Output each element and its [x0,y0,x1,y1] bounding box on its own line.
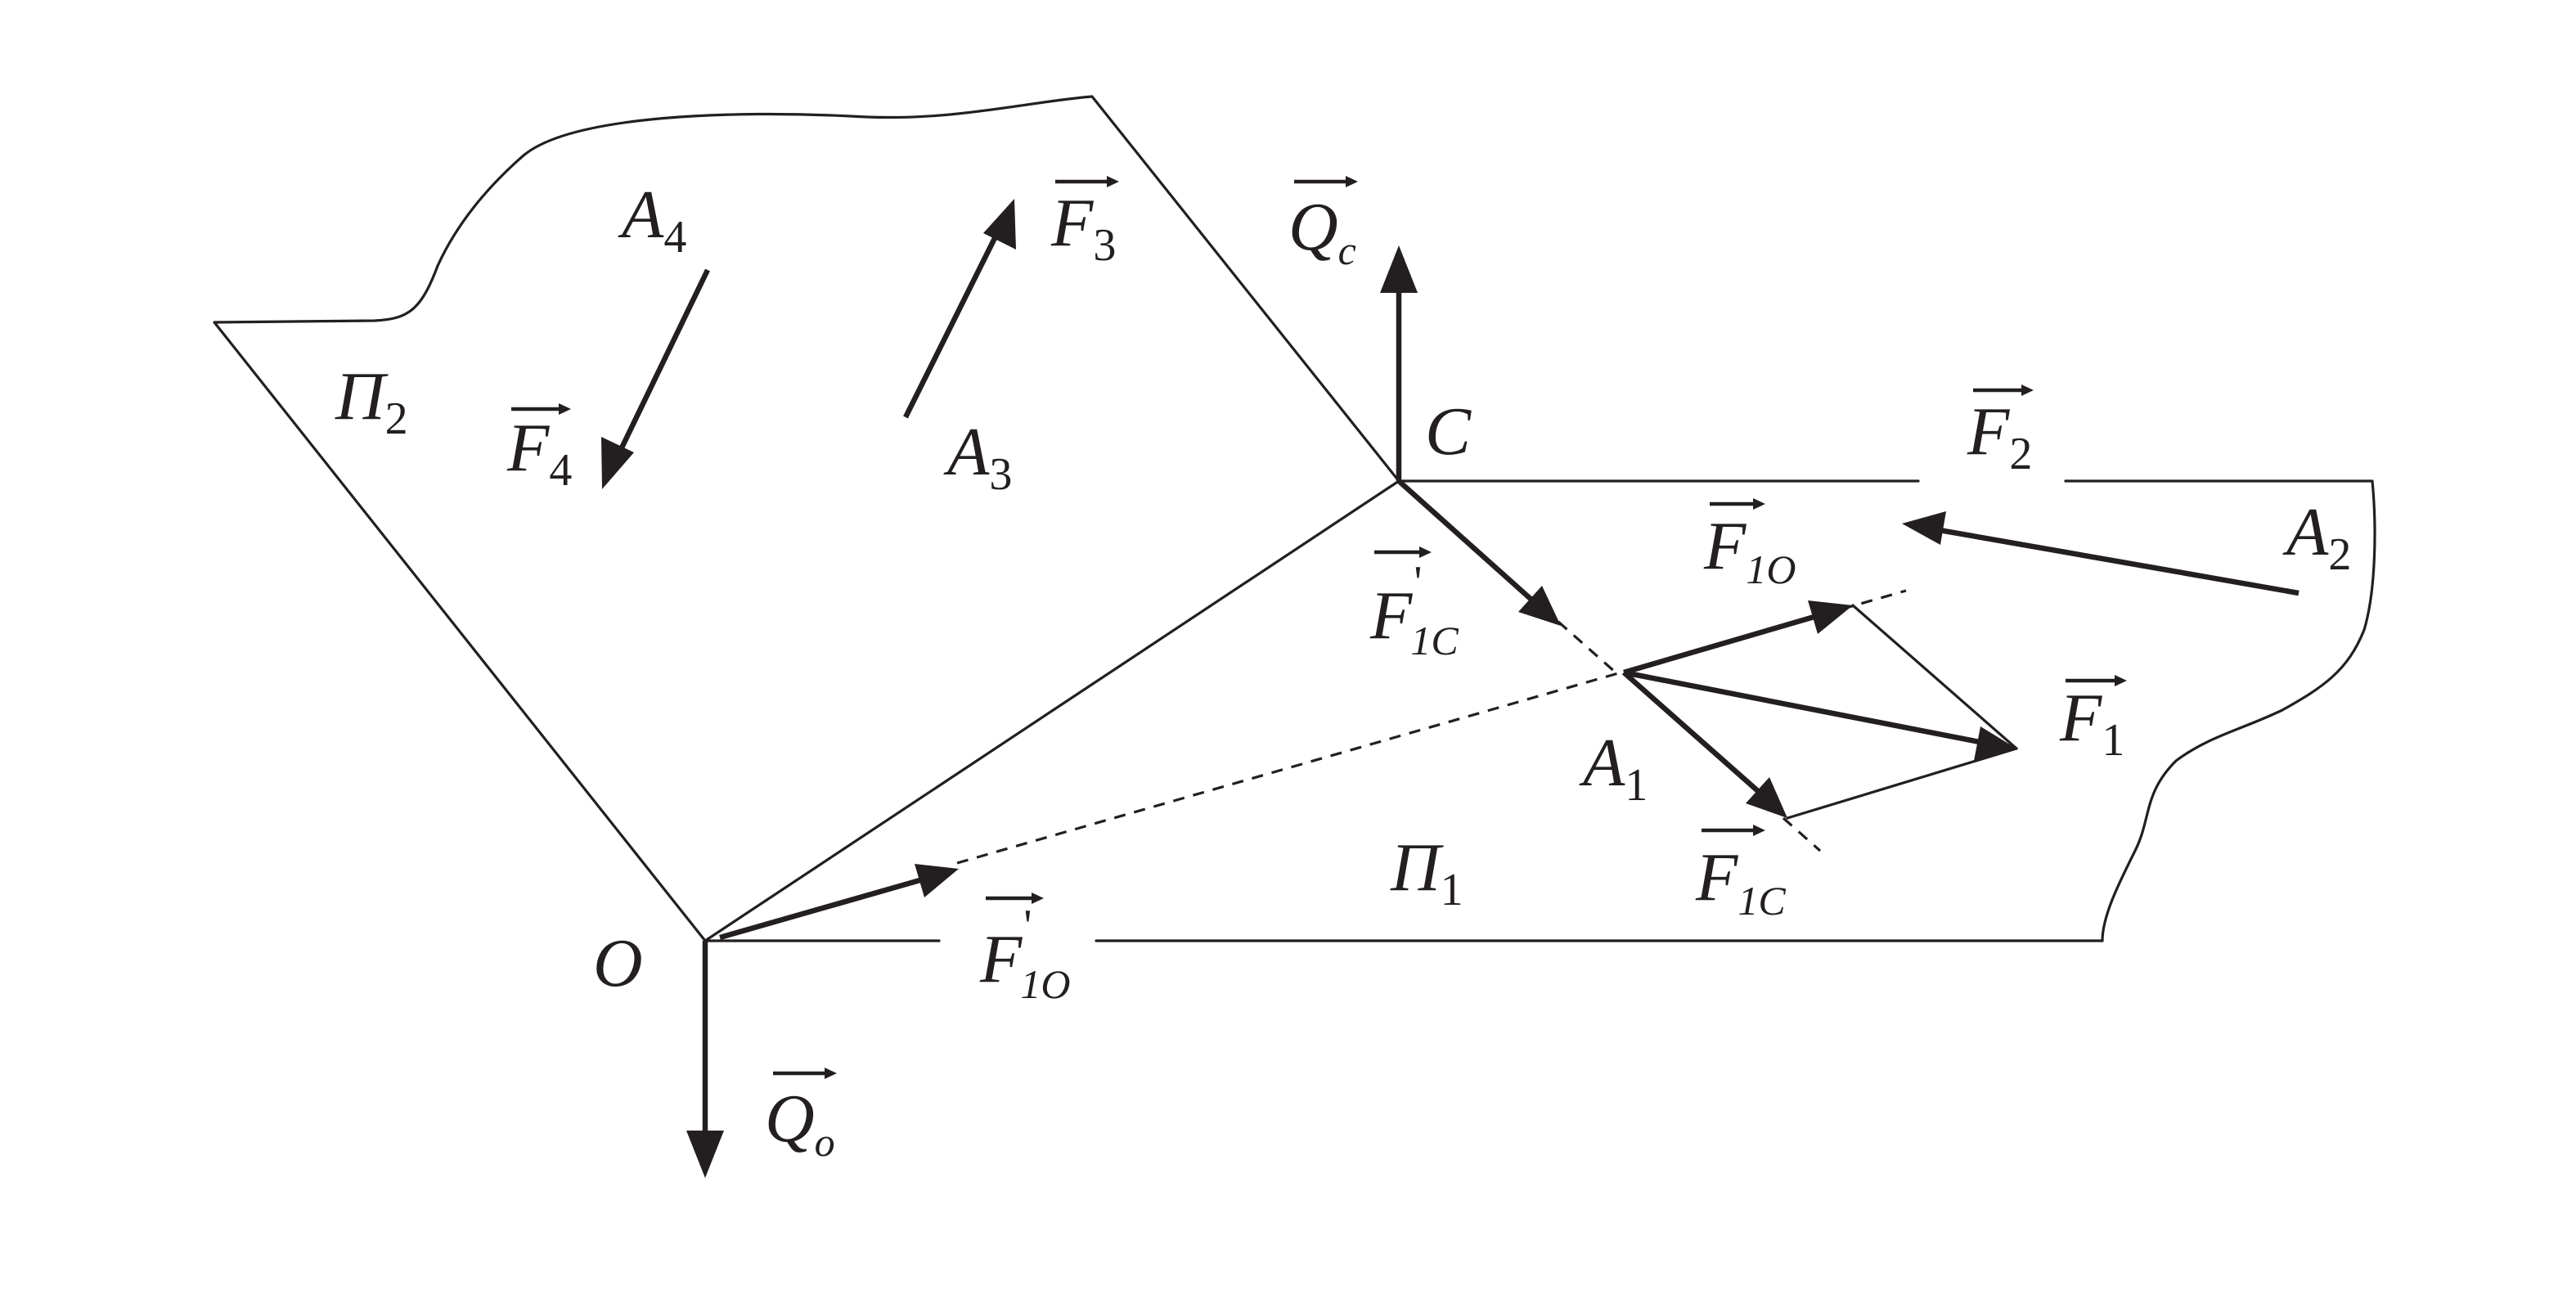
vector-qo [686,941,724,1178]
svg-text:F1: F1 [2059,680,2124,766]
label-vector-f4: F4 [506,403,572,496]
label-vector-f1o: F1O [1703,498,1796,592]
dashed-line-c-a1-extension [1557,620,1617,674]
label-plane-pi1: Π1 [1390,830,1463,915]
plane-pi1-top-edge-right [2064,479,2376,942]
svg-text:F2: F2 [1967,393,2032,479]
vector-f3 [903,199,1016,419]
vector-f4 [601,268,710,489]
label-point-a4: A4 [618,177,686,263]
svg-text:F1O: F1O [1703,508,1796,592]
vector-f2 [1902,511,2300,596]
label-vector-f1c-prime: F'1C [1369,546,1459,663]
svg-text:F4: F4 [506,410,572,496]
vector-f1c-prime [1396,479,1561,626]
vector-qc [1380,245,1418,481]
label-vector-f3: F3 [1050,176,1119,271]
svg-text:F3: F3 [1050,185,1116,271]
vector-f1 [1623,669,2016,761]
parallelogram-side-lower [1786,747,2018,820]
svg-text:F1C: F1C [1695,839,1786,924]
label-plane-pi2: Π2 [335,358,408,444]
dashed-line-a1-f1c-extension [1782,816,1822,852]
label-point-c: C [1425,393,1472,470]
label-point-a3: A3 [943,414,1012,500]
svg-text:F'1C: F'1C [1369,557,1459,663]
label-vector-f1o-prime: F'1O [979,893,1071,1007]
plane-pi2-outline [213,95,1400,942]
label-point-a2: A2 [2282,494,2351,580]
label-point-a1: A1 [1579,725,1648,811]
label-vector-f2: F2 [1967,384,2034,479]
svg-text:Qc: Qc [1288,189,1356,273]
vector-f1c [1621,670,1787,818]
label-vector-qc: Qc [1288,176,1358,273]
label-point-o: O [593,925,643,1001]
parallelogram-side-upper [1851,604,2018,750]
svg-text:F'1O: F'1O [979,901,1071,1007]
label-vector-f1: F1 [2059,675,2127,766]
svg-text:Qo: Qo [765,1081,835,1165]
label-vector-f1c: F1C [1695,825,1786,924]
label-vector-qo: Qo [765,1068,837,1165]
vector-f1o-prime [719,864,959,941]
vector-f1o [1623,600,1853,676]
